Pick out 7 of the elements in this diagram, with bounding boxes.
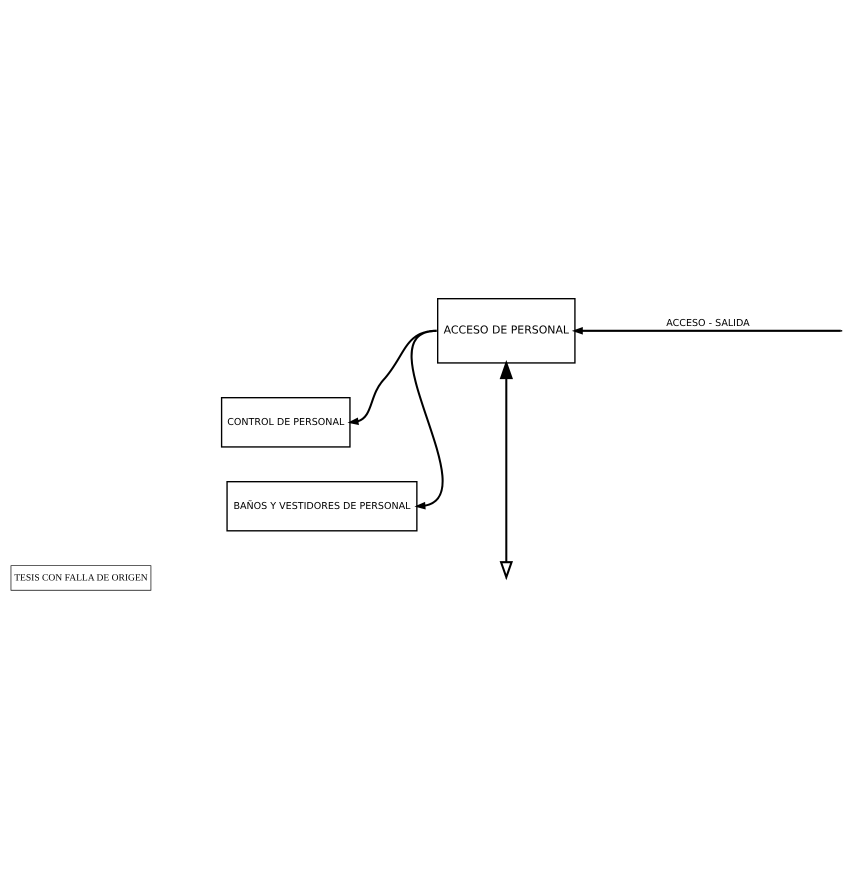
edge-label: ACCESO - SALIDA	[666, 318, 750, 329]
arrow	[572, 326, 841, 334]
node-box: BAÑOS Y VESTIDORES DE PERSONAL	[226, 480, 418, 532]
node-box: ACCESO DE PERSONAL	[437, 298, 576, 364]
node-box: CONTROL DE PERSONAL	[220, 396, 351, 448]
arrow	[410, 329, 444, 509]
node-box: TESIS CON FALLA DE ORIGEN	[10, 564, 152, 590]
